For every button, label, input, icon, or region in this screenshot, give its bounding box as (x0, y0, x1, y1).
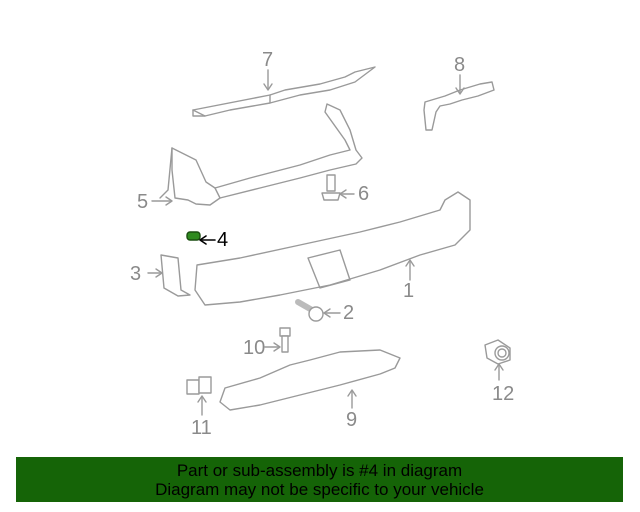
callout-1[interactable]: 1 (403, 280, 415, 302)
part-9-step-pad[interactable] (219, 349, 401, 411)
leader-arrowhead-4 (199, 235, 207, 245)
callout-3[interactable]: 3 (130, 263, 142, 285)
part-7-reinforcement[interactable] (192, 66, 376, 117)
part-10-bolt[interactable] (279, 327, 291, 353)
callout-10[interactable]: 10 (243, 337, 266, 359)
callout-7[interactable]: 7 (262, 49, 274, 71)
callout-4[interactable]: 4 (217, 229, 229, 251)
info-banner: Part or sub-assembly is #4 in diagram Di… (16, 457, 623, 502)
callout-9[interactable]: 9 (346, 409, 358, 431)
part-8-bracket[interactable] (423, 81, 495, 131)
callout-11[interactable]: 11 (191, 417, 212, 439)
leader-arrows (147, 69, 504, 416)
callout-2[interactable]: 2 (343, 302, 355, 324)
callout-6[interactable]: 6 (358, 183, 370, 205)
callout-12[interactable]: 12 (492, 383, 515, 405)
callout-5[interactable]: 5 (137, 191, 149, 213)
part-11-clip[interactable] (186, 376, 212, 395)
part-12-grommet[interactable] (484, 339, 511, 365)
part-4-clip[interactable] (186, 231, 201, 241)
part-2-bolt[interactable] (295, 299, 324, 322)
part-3-end-cap[interactable] (160, 254, 191, 297)
part-5-mount-bracket[interactable] (159, 103, 363, 206)
part-1-bumper[interactable] (194, 191, 471, 306)
banner-line-disclaimer: Diagram may not be specific to your vehi… (155, 480, 484, 499)
callout-8[interactable]: 8 (454, 54, 466, 76)
banner-line-part: Part or sub-assembly is #4 in diagram (176, 461, 463, 480)
part-6-bolt[interactable] (321, 174, 341, 201)
